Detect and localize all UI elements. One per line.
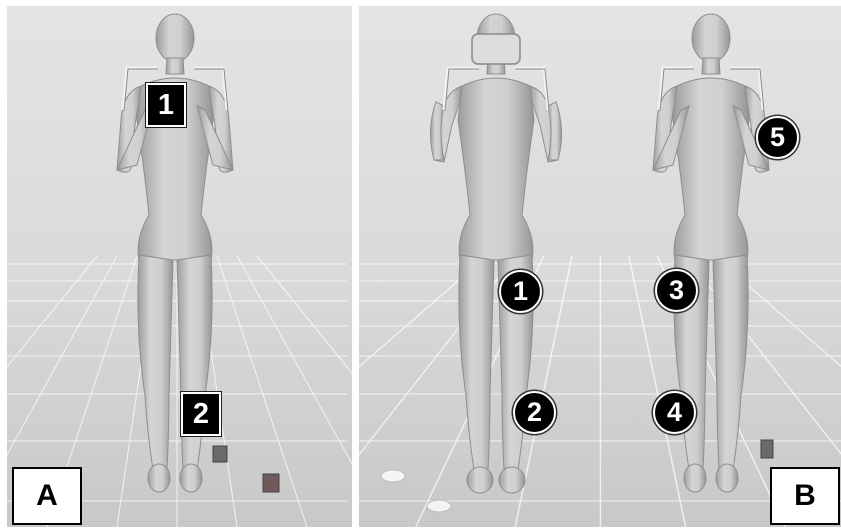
panel-b: [359, 6, 841, 527]
marker-a-2: 2: [181, 392, 221, 436]
floor-cube: [263, 474, 279, 492]
panel-b-label: B: [770, 467, 840, 525]
marker-b-4: 4: [653, 391, 696, 434]
marker-b-1: 1: [499, 270, 542, 313]
vr-headset: [472, 34, 520, 64]
panel-a-label: A: [12, 467, 82, 525]
marker-b-2: 2: [513, 391, 556, 434]
marker-b-3: 3: [655, 269, 698, 312]
floor-cube: [213, 446, 227, 462]
panel-b-scene: [359, 6, 841, 527]
marker-a-1: 1: [146, 83, 186, 127]
floor-cube: [761, 440, 773, 458]
floor-pad: [427, 500, 451, 512]
marker-b-5: 5: [756, 116, 799, 159]
floor-pad: [381, 470, 405, 482]
